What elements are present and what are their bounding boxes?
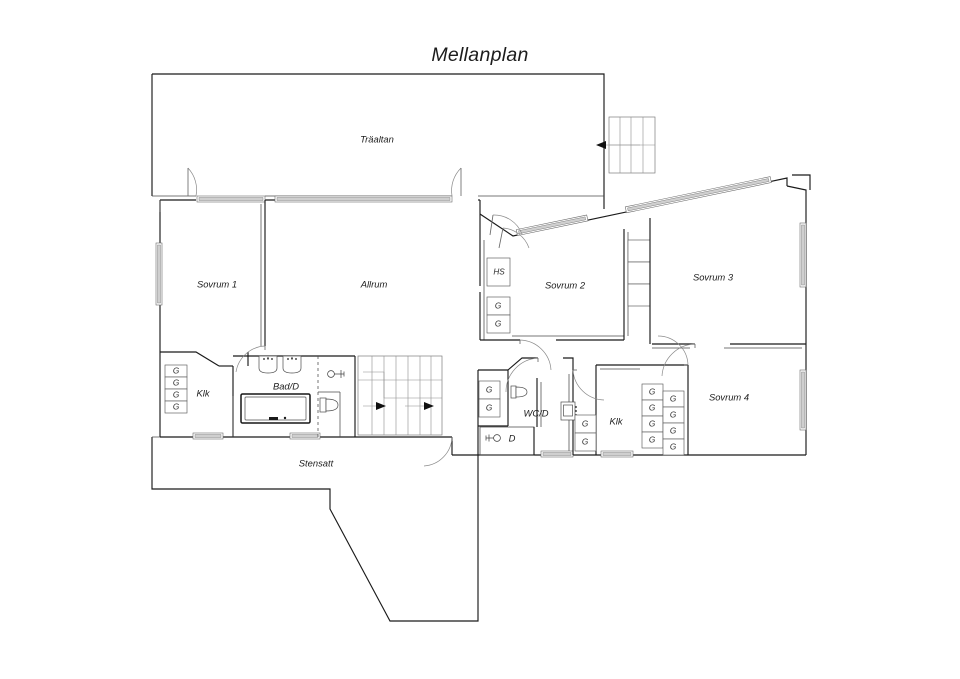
bathroom-fixtures	[240, 355, 345, 424]
klk-left-closets: G G G G	[164, 364, 188, 414]
interior-staircase	[357, 355, 443, 436]
shower-icon	[327, 370, 345, 378]
sovrum3-walls	[649, 218, 806, 349]
room-label-sovrum1: Sovrum 1	[197, 278, 237, 289]
room-labels: Träaltan Sovrum 1 Allrum Sovrum 2 Sovrum…	[196, 133, 749, 468]
room-label-klk-left: Klk	[196, 387, 210, 398]
room-label-badd: Bad/D	[273, 380, 299, 391]
closet-label: G	[649, 388, 656, 397]
exterior-staircase	[596, 116, 656, 174]
room-label-stensatt: Stensatt	[299, 457, 334, 468]
closet-label: G	[670, 395, 677, 404]
closet-label: G	[495, 302, 502, 311]
closet-label: G	[649, 404, 656, 413]
interior-walls-left	[160, 200, 356, 437]
room-label-dusch: D	[509, 432, 516, 443]
wcd-closets: G G	[478, 380, 501, 418]
wc-fixtures	[485, 385, 577, 442]
sovrum2-walls: HS G G	[479, 214, 651, 341]
closet-label: G	[649, 436, 656, 445]
closet-label: G	[649, 420, 656, 429]
room-label-traaltan: Träaltan	[360, 133, 394, 144]
closet-label: G	[173, 403, 180, 412]
closet-label: G	[486, 404, 493, 413]
room-label-sovrum4: Sovrum 4	[709, 391, 749, 402]
closet-label: G	[582, 420, 589, 429]
room-label-klk-right: Klk	[609, 415, 623, 426]
closet-label: G	[670, 427, 677, 436]
closet-label: G	[495, 320, 502, 329]
closet-label: G	[670, 443, 677, 452]
klk-mid-closets: G G	[574, 414, 597, 452]
klk-right-closets-a: G G G G	[641, 383, 664, 449]
room-label-sovrum3: Sovrum 3	[693, 271, 734, 282]
room-label-sovrum2: Sovrum 2	[545, 279, 586, 290]
washbasin-icon	[560, 401, 577, 421]
interior-stair-arrow-left	[363, 402, 386, 410]
hs-label: HS	[493, 268, 505, 277]
klk-right-closets-b: G G G G	[662, 390, 685, 456]
room-label-allrum: Allrum	[360, 278, 388, 289]
closet-label: G	[486, 386, 493, 395]
toilet-icon	[319, 397, 339, 413]
bathtub-icon	[240, 393, 311, 424]
closet-label: G	[582, 438, 589, 447]
page-title: Mellanplan	[431, 44, 529, 66]
toilet-icon	[510, 385, 528, 399]
closet-label: G	[173, 367, 180, 376]
stensatt-area	[151, 436, 479, 622]
sink-icon	[258, 355, 278, 374]
door-swings	[187, 167, 696, 467]
exterior-stair-arrow	[596, 141, 640, 149]
sink-icon	[282, 355, 302, 374]
interior-stair-arrow-right	[405, 402, 434, 410]
closet-label: G	[670, 411, 677, 420]
room-label-wcd: WC/D	[524, 407, 549, 418]
closet-label: G	[173, 379, 180, 388]
shower-icon	[485, 434, 501, 442]
closet-label: G	[173, 391, 180, 400]
